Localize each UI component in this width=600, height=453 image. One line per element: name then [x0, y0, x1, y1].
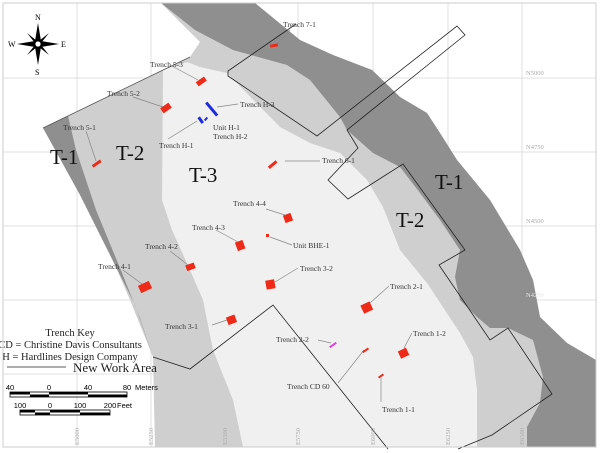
- trench-label: Trench 1-2: [413, 329, 446, 338]
- scale-tick: 200: [104, 401, 117, 410]
- trench-3-1-marker[interactable]: [225, 314, 238, 326]
- scale-tick: 40: [6, 383, 14, 392]
- trench-h-1-marker[interactable]: [197, 116, 204, 124]
- scale-unit: Meters: [135, 383, 158, 392]
- scale-tick: 0: [48, 401, 52, 410]
- compass-n: N: [35, 13, 41, 22]
- scale-tick: 0: [47, 383, 51, 392]
- legend-h: H = Hardlines Design Company: [2, 352, 138, 363]
- scale-bar-feet: 100 0 100 200 Feet: [14, 401, 133, 416]
- trench-label: Trench 5-1: [63, 123, 96, 132]
- trench-label: Trench 6-1: [322, 156, 355, 165]
- trench-7-1-marker[interactable]: [269, 43, 279, 48]
- trench-3-2-marker[interactable]: [265, 279, 276, 290]
- trench-label: Trench 5-2: [107, 89, 140, 98]
- scale-tick: 40: [84, 383, 92, 392]
- northing-label: N4750: [526, 144, 544, 151]
- north-arrow-icon: N S E W: [8, 13, 66, 77]
- leader-lines: [85, 29, 413, 402]
- trench-label: Trench 5-3: [150, 60, 183, 69]
- scale-unit: Feet: [117, 401, 133, 410]
- site-boundary: [42, 56, 191, 129]
- easting-label: E6000: [370, 428, 377, 445]
- trench-label: Trench 7-1: [283, 20, 316, 29]
- trench-1-1-marker[interactable]: [377, 373, 385, 379]
- northing-labels: N5000 N4750 N4500 N4250: [526, 70, 544, 299]
- scale-tick: 100: [14, 401, 27, 410]
- trench-5-2-marker[interactable]: [160, 102, 172, 114]
- zone-t1-west-area: [43, 116, 153, 357]
- trench-label: Trench 2-1: [390, 282, 423, 291]
- trench-label: Trench 4-4: [233, 199, 266, 208]
- trench-label: Trench 4-1: [98, 262, 131, 271]
- scale-tick: 100: [74, 401, 87, 410]
- trench-4-3-marker[interactable]: [234, 239, 246, 252]
- new-work-area-outline: [152, 23, 553, 450]
- zone-label-t1-east: T-1: [435, 170, 463, 194]
- trench-2-2-marker[interactable]: [329, 341, 337, 349]
- trench-4-1-marker[interactable]: [137, 280, 153, 294]
- easting-label: E5000: [74, 428, 81, 445]
- northing-label: N4500: [526, 218, 544, 225]
- trench-label: Trench 4-2: [145, 242, 178, 251]
- trench-1-2-marker[interactable]: [397, 347, 410, 359]
- scale-tick: 80: [123, 383, 131, 392]
- trench-label: Trench H-1: [159, 141, 194, 150]
- trench-2-1-marker[interactable]: [360, 301, 374, 314]
- trench-label: Unit BHE-1: [293, 241, 330, 250]
- trench-cd-60-marker[interactable]: [362, 347, 370, 354]
- easting-label: E5750: [295, 428, 302, 445]
- northing-label: N4250: [526, 292, 544, 299]
- trench-4-2-marker[interactable]: [185, 262, 196, 272]
- easting-label: E6250: [445, 428, 452, 445]
- trench-label: Trench H-2: [213, 132, 248, 141]
- zone-label-t2-west: T-2: [116, 141, 144, 165]
- trench-5-1-marker[interactable]: [91, 159, 102, 168]
- trench-label: Trench H-3: [240, 100, 275, 109]
- scale-bar-meters: 40 0 40 80 Meters: [6, 383, 158, 398]
- zone-label-t3: T-3: [189, 163, 217, 187]
- trench-label: Trench 3-2: [300, 264, 333, 273]
- compass-w: W: [8, 40, 16, 49]
- trench-label: Trench 4-3: [192, 223, 225, 232]
- legend-title: Trench Key: [45, 328, 95, 339]
- trench-labels: Trench 7-1 Trench 5-3 Trench 5-2 Trench …: [63, 20, 446, 414]
- trench-label: Trench 2-2: [276, 335, 309, 344]
- unit-h-1-marker[interactable]: [203, 116, 209, 122]
- unit-bhe-1-marker[interactable]: [266, 234, 269, 237]
- legend-cd: CD = Christine Davis Consultants: [0, 340, 142, 351]
- map-frame: [2, 2, 597, 448]
- legend: Trench Key CD = Christine Davis Consulta…: [0, 328, 157, 375]
- trench-label: Trench 3-1: [165, 322, 198, 331]
- trench-4-4-marker[interactable]: [282, 212, 294, 224]
- trench-markers: [91, 43, 410, 379]
- easting-label: E6500: [519, 428, 526, 445]
- zone-label-t2-east: T-2: [396, 208, 424, 232]
- compass-e: E: [61, 40, 66, 49]
- trench-h-3-marker[interactable]: [205, 101, 219, 117]
- zone-t3-area: [162, 62, 477, 447]
- zone-label-t1-west: T-1: [50, 145, 78, 169]
- easting-labels: E5000 E5250 E5500 E5750 E6000 E6250 E650…: [74, 428, 526, 445]
- northing-label: N5000: [526, 70, 544, 77]
- trench-label: Unit H-1: [213, 123, 240, 132]
- trench-5-3-marker[interactable]: [195, 76, 207, 87]
- compass-s: S: [35, 68, 39, 77]
- legend-work-area: New Work Area: [73, 360, 157, 375]
- zone-t1-east-area: [161, 3, 596, 447]
- easting-label: E5250: [148, 428, 155, 445]
- easting-label: E5500: [222, 428, 229, 445]
- trench-6-1-marker[interactable]: [267, 160, 278, 169]
- trench-label: Trench CD 60: [287, 382, 330, 391]
- trench-label: Trench 1-1: [382, 405, 415, 414]
